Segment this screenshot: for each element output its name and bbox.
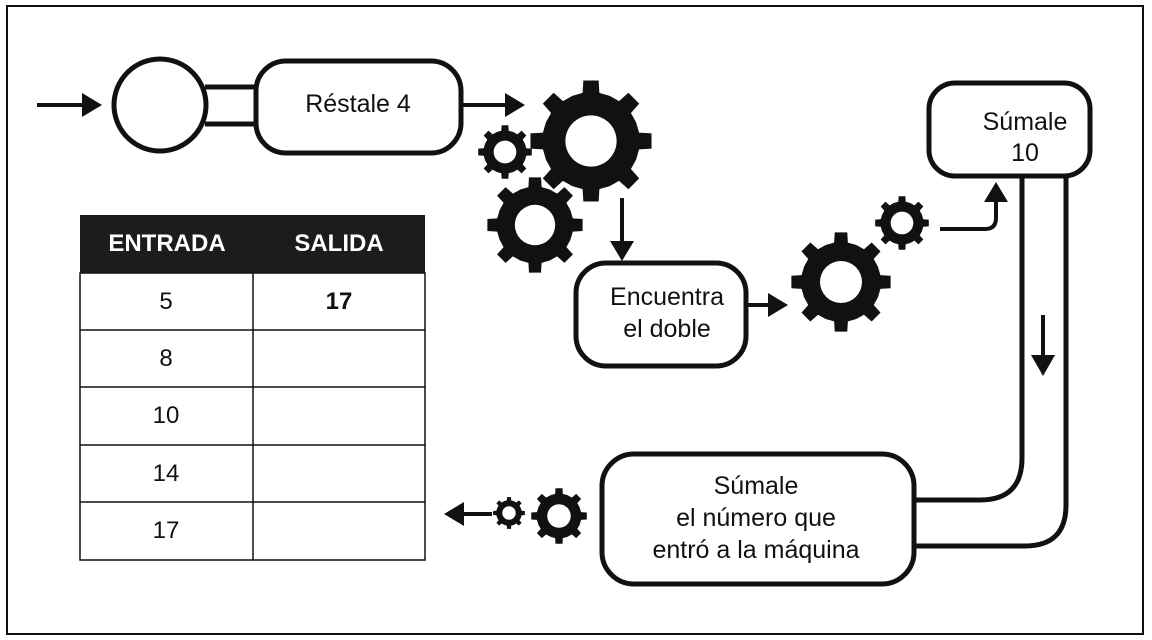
step-subtract-4: Réstale 4 xyxy=(256,61,461,153)
down-arrow-icon xyxy=(1031,315,1055,376)
step-add-10: Súmale 10 xyxy=(912,83,1090,546)
table-row: 10 xyxy=(153,402,180,429)
step-double: Encuentra el doble xyxy=(576,263,746,366)
table-row: 5 17 xyxy=(159,288,352,315)
table-row: 8 xyxy=(159,345,172,372)
io-table: ENTRADA SALIDA 5 17 8 10 14 17 xyxy=(80,215,425,560)
gear-icon xyxy=(875,196,929,250)
cell-entrada: 17 xyxy=(153,517,180,544)
step-add-input: Súmale el número que entró a la máquina xyxy=(602,454,914,584)
cell-entrada: 8 xyxy=(159,345,172,372)
gear-icon xyxy=(493,497,525,529)
input-arrow-icon xyxy=(37,93,102,117)
step-add-input-label-line1: Súmale xyxy=(714,472,799,500)
gear-shape xyxy=(875,196,929,250)
table-body xyxy=(80,273,425,560)
gear-shape xyxy=(530,80,651,201)
table-row: 17 xyxy=(153,517,180,544)
input-circle xyxy=(114,59,206,151)
step-double-label-line1: Encuentra xyxy=(610,283,724,311)
cell-entrada: 14 xyxy=(153,460,180,487)
step-add-10-label-line2: 10 xyxy=(1011,139,1039,167)
table-row: 14 xyxy=(153,460,180,487)
gear-shape xyxy=(791,232,890,331)
gear-shape xyxy=(478,125,532,179)
arrow-to-add-10 xyxy=(940,182,1008,229)
step-add-input-label-line3: entró a la máquina xyxy=(652,536,859,564)
arrow-to-gears-1 xyxy=(462,93,525,117)
cell-entrada: 5 xyxy=(159,288,172,315)
circle-connector xyxy=(205,87,258,124)
cell-salida[interactable]: 17 xyxy=(326,288,353,315)
gear-shape xyxy=(531,488,587,544)
gear-shape xyxy=(487,177,582,272)
step-double-label-line2: el doble xyxy=(623,315,711,343)
gear-icon xyxy=(531,488,587,544)
gear-icon xyxy=(791,232,890,331)
step-subtract-4-label: Réstale 4 xyxy=(305,90,411,118)
pipe-left xyxy=(912,170,1022,500)
arrow-to-gears-2 xyxy=(748,293,788,317)
gear-icon xyxy=(478,125,532,179)
step-add-10-label-line1: Súmale xyxy=(983,108,1068,136)
gear-icon xyxy=(530,80,651,201)
arrow-to-double xyxy=(610,198,634,261)
output-arrow-icon xyxy=(444,502,492,526)
table-header-entrada: ENTRADA xyxy=(108,230,225,257)
table-header-salida: SALIDA xyxy=(294,230,383,257)
cell-entrada: 10 xyxy=(153,402,180,429)
step-add-input-label-line2: el número que xyxy=(676,504,836,532)
gear-icon xyxy=(487,177,582,272)
gear-shape xyxy=(493,497,525,529)
